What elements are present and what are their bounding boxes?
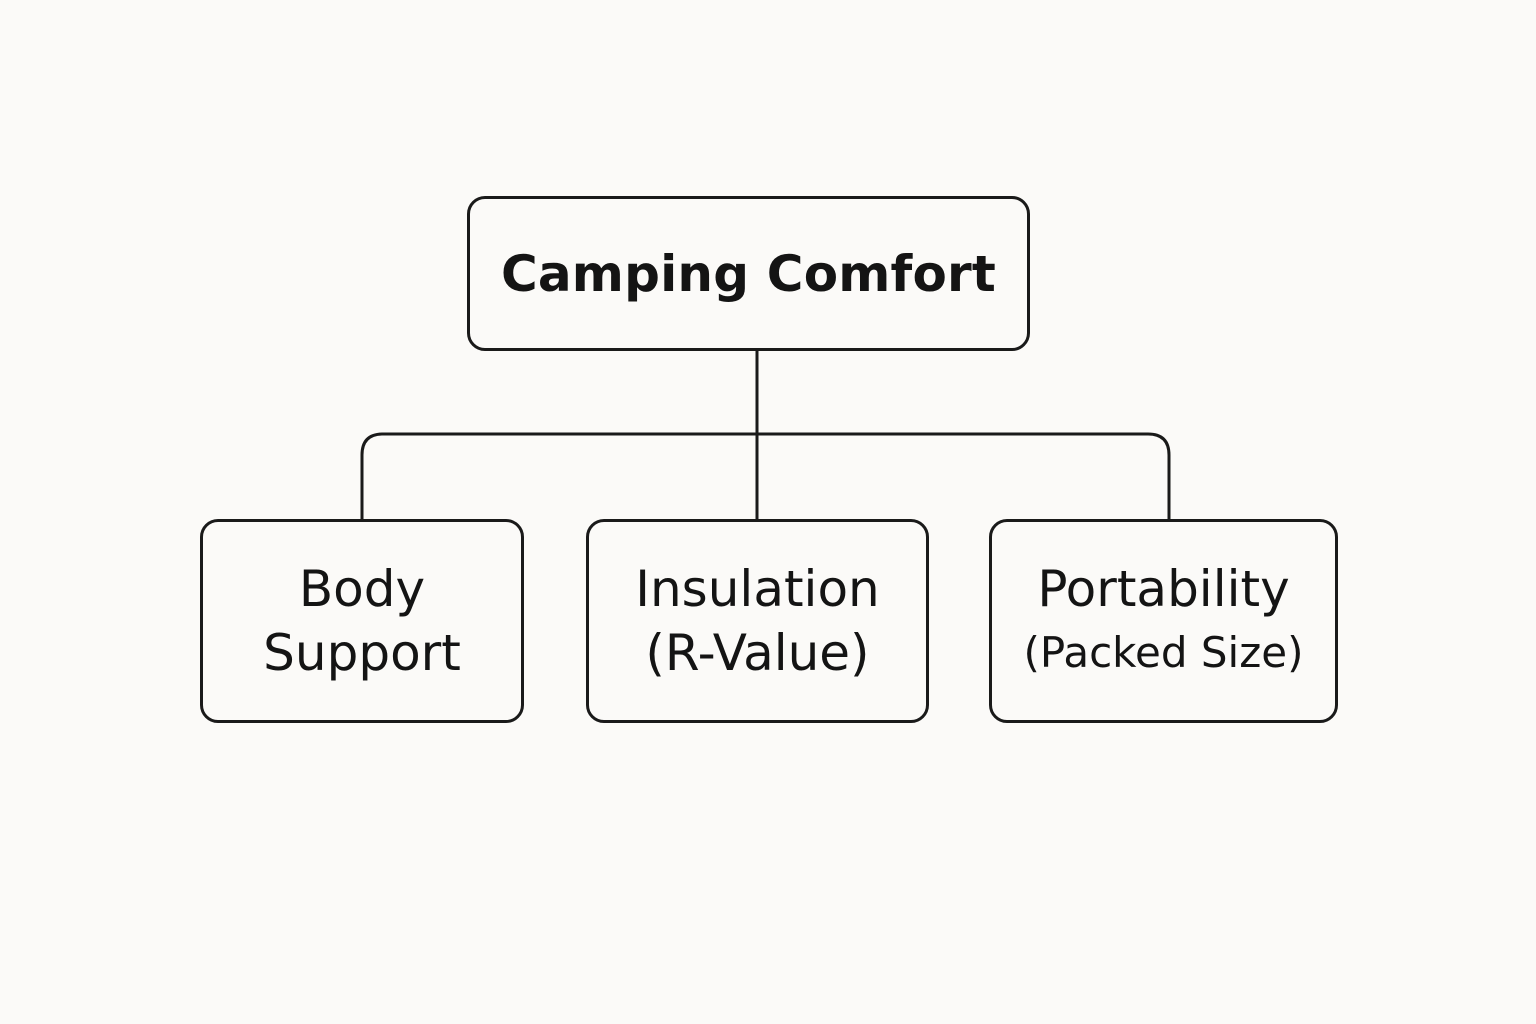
child-node-label-line2: Support	[263, 624, 461, 682]
child-node-body-support: Body Support	[200, 519, 524, 723]
child-node-portability: Portability (Packed Size)	[989, 519, 1338, 723]
child-node-label-line1: Body	[298, 560, 426, 618]
child-node-label-line2: (Packed Size)	[1023, 628, 1304, 677]
root-node-label: Camping Comfort	[500, 244, 997, 303]
root-node-camping-comfort: Camping Comfort	[467, 196, 1030, 351]
branch-bar-line	[360, 432, 1171, 519]
child-node-insulation: Insulation (R-Value)	[586, 519, 929, 723]
child-node-label-line1: Portability	[1037, 560, 1290, 618]
child-node-label-line1: Insulation	[635, 560, 880, 618]
child-node-label-line2: (R-Value)	[645, 624, 870, 682]
